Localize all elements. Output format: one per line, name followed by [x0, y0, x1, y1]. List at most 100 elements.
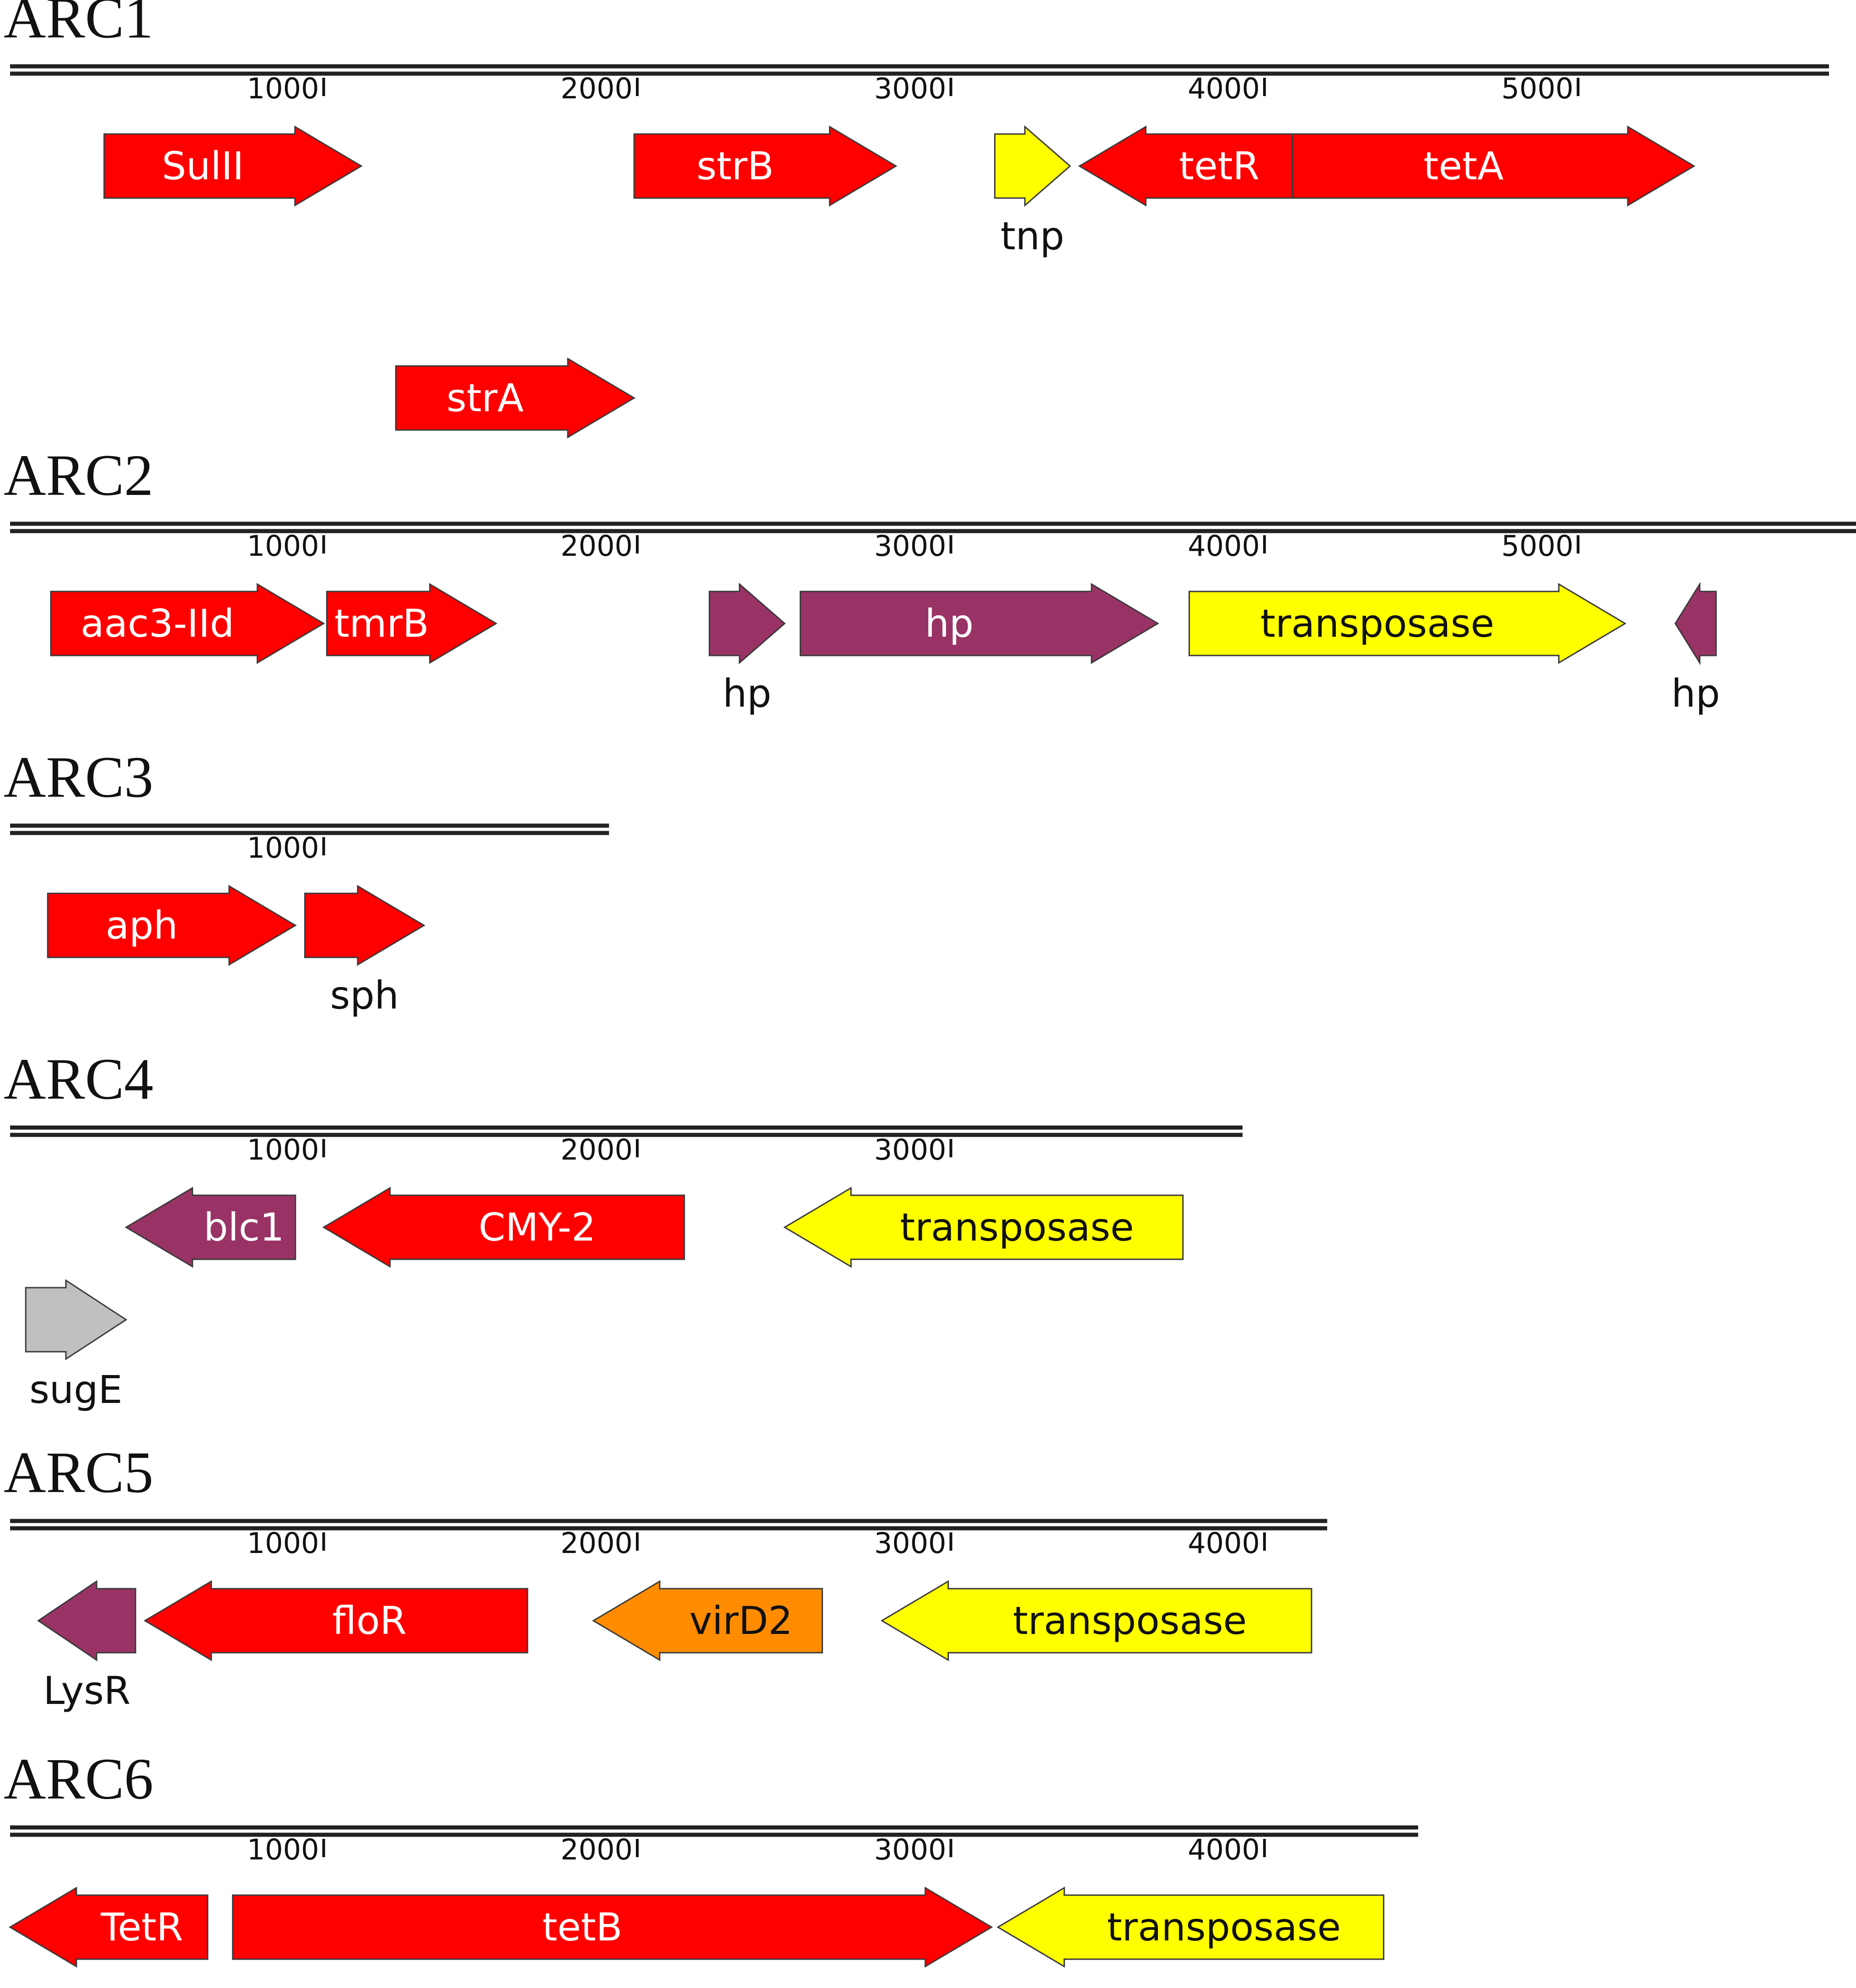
gene-label: strB — [697, 144, 774, 188]
gene-arrow — [304, 885, 425, 966]
gene-teta: tetA — [1292, 125, 1696, 207]
gene-arrow — [25, 1279, 128, 1360]
scale-tick-label: 3000 — [874, 1833, 947, 1866]
scale-tick-label: 4000 — [1188, 72, 1260, 105]
panel-title: ARC4 — [4, 1047, 153, 1112]
gene-tnp: tnp — [994, 125, 1071, 258]
scale-tick-label: 1000 — [247, 529, 319, 563]
gene-hp: hp — [1671, 581, 1720, 716]
gene-stra: strA — [395, 357, 636, 439]
panel-title: ARC5 — [4, 1440, 153, 1505]
panel-title: ARC2 — [4, 443, 153, 508]
gene-label: transposase — [900, 1205, 1134, 1250]
gene-label: transposase — [1107, 1905, 1341, 1950]
gene-label: tnp — [1001, 214, 1065, 258]
gene-vird2: virD2 — [592, 1580, 823, 1661]
gene-label: tetB — [542, 1905, 622, 1950]
gene-arrow — [592, 1580, 823, 1661]
gene-lysr: LysR — [37, 1580, 136, 1713]
gene-label: hp — [723, 671, 772, 716]
panel-title: ARC1 — [4, 0, 153, 50]
gene-arrow — [326, 583, 498, 664]
gene-arrow — [47, 885, 297, 966]
scale-tick-label: 2000 — [560, 529, 633, 563]
gene-aph: aph — [47, 885, 297, 966]
gene-label: TetR — [100, 1905, 183, 1950]
gene-blc1: blc1 — [124, 1187, 296, 1268]
gene-arrow — [124, 1187, 296, 1268]
panel-arc2: ARC2 1000 2000 3000 4000 5000 aac3-IId tmrB hp hp… — [4, 443, 1856, 716]
gene-label: virD2 — [689, 1598, 793, 1643]
scale-tick-label: 4000 — [1188, 529, 1260, 563]
gene-arrow — [799, 583, 1159, 664]
gene-transposase: transposase — [996, 1886, 1384, 1968]
scale-tick-label: 1000 — [247, 831, 319, 865]
gene-label: transposase — [1260, 601, 1494, 646]
scale-tick-label: 1000 — [247, 72, 319, 105]
gene-label: CMY-2 — [479, 1205, 596, 1250]
gene-arrow — [322, 1187, 685, 1268]
panel-title: ARC3 — [4, 745, 153, 810]
scale-tick-label: 1000 — [247, 1526, 319, 1560]
gene-arrow — [1674, 581, 1717, 666]
gene-label: hp — [1671, 671, 1720, 716]
gene-arrow — [232, 1886, 993, 1968]
scale-tick-label: 3000 — [874, 529, 947, 563]
gene-arrow — [1188, 583, 1627, 664]
gene-arrow — [709, 582, 786, 665]
gene-arrow — [633, 125, 898, 207]
gene-arrow — [37, 1580, 136, 1661]
gene-tmrb: tmrB — [326, 583, 498, 664]
gene-sulii: SulII — [103, 125, 363, 207]
scale-tick-label: 2000 — [560, 72, 633, 105]
scale-tick-label: 1000 — [247, 1833, 319, 1866]
gene-arrow — [143, 1580, 528, 1661]
gene-label: floR — [332, 1598, 407, 1643]
scale-tick-label: 3000 — [874, 1526, 947, 1560]
panel-arc3: ARC3 1000 aph sph — [4, 745, 609, 1018]
scale-tick-label: 5000 — [1501, 72, 1574, 105]
gene-label: aac3-IId — [81, 601, 234, 646]
gene-transposase: transposase — [1188, 583, 1627, 664]
scale-tick-label: 2000 — [560, 1833, 633, 1866]
gene-label: aph — [106, 903, 178, 948]
gene-aac3-iid: aac3-IId — [50, 583, 325, 664]
gene-label: sugE — [29, 1367, 122, 1412]
gene-arrow — [103, 125, 363, 207]
scale-tick-label: 3000 — [874, 72, 947, 105]
gene-transposase: transposase — [783, 1187, 1184, 1268]
gene-label: strA — [447, 376, 524, 420]
gene-label: LysR — [43, 1668, 130, 1713]
gene-tetr: TetR — [9, 1886, 209, 1968]
gene-label: SulII — [162, 144, 244, 188]
scale-tick-label: 2000 — [560, 1133, 633, 1166]
gene-arrow — [880, 1580, 1313, 1661]
scale-tick-label: 5000 — [1501, 529, 1574, 563]
gene-tetr: tetR — [1078, 125, 1294, 207]
scale-tick-label: 2000 — [560, 1526, 633, 1560]
gene-strb: strB — [633, 125, 898, 207]
gene-label: transposase — [1013, 1598, 1247, 1643]
gene-arrow — [395, 357, 636, 439]
gene-arrow — [9, 1886, 209, 1968]
gene-arrow — [50, 583, 325, 664]
gene-suge: sugE — [25, 1279, 128, 1412]
gene-arrow — [783, 1187, 1184, 1268]
gene-arrow — [994, 125, 1071, 207]
gene-hp: hp — [709, 582, 786, 716]
gene-flor: floR — [143, 1580, 528, 1661]
panel-title: ARC6 — [4, 1746, 153, 1811]
gene-label: tmrB — [334, 601, 429, 646]
gene-label: hp — [925, 601, 974, 646]
gene-arrow — [996, 1886, 1384, 1968]
gene-sph: sph — [304, 885, 425, 1018]
gene-hp: hp — [799, 583, 1159, 664]
gene-arrow — [1292, 125, 1696, 207]
gene-label: sph — [330, 973, 398, 1018]
gene-label: blc1 — [204, 1205, 284, 1250]
